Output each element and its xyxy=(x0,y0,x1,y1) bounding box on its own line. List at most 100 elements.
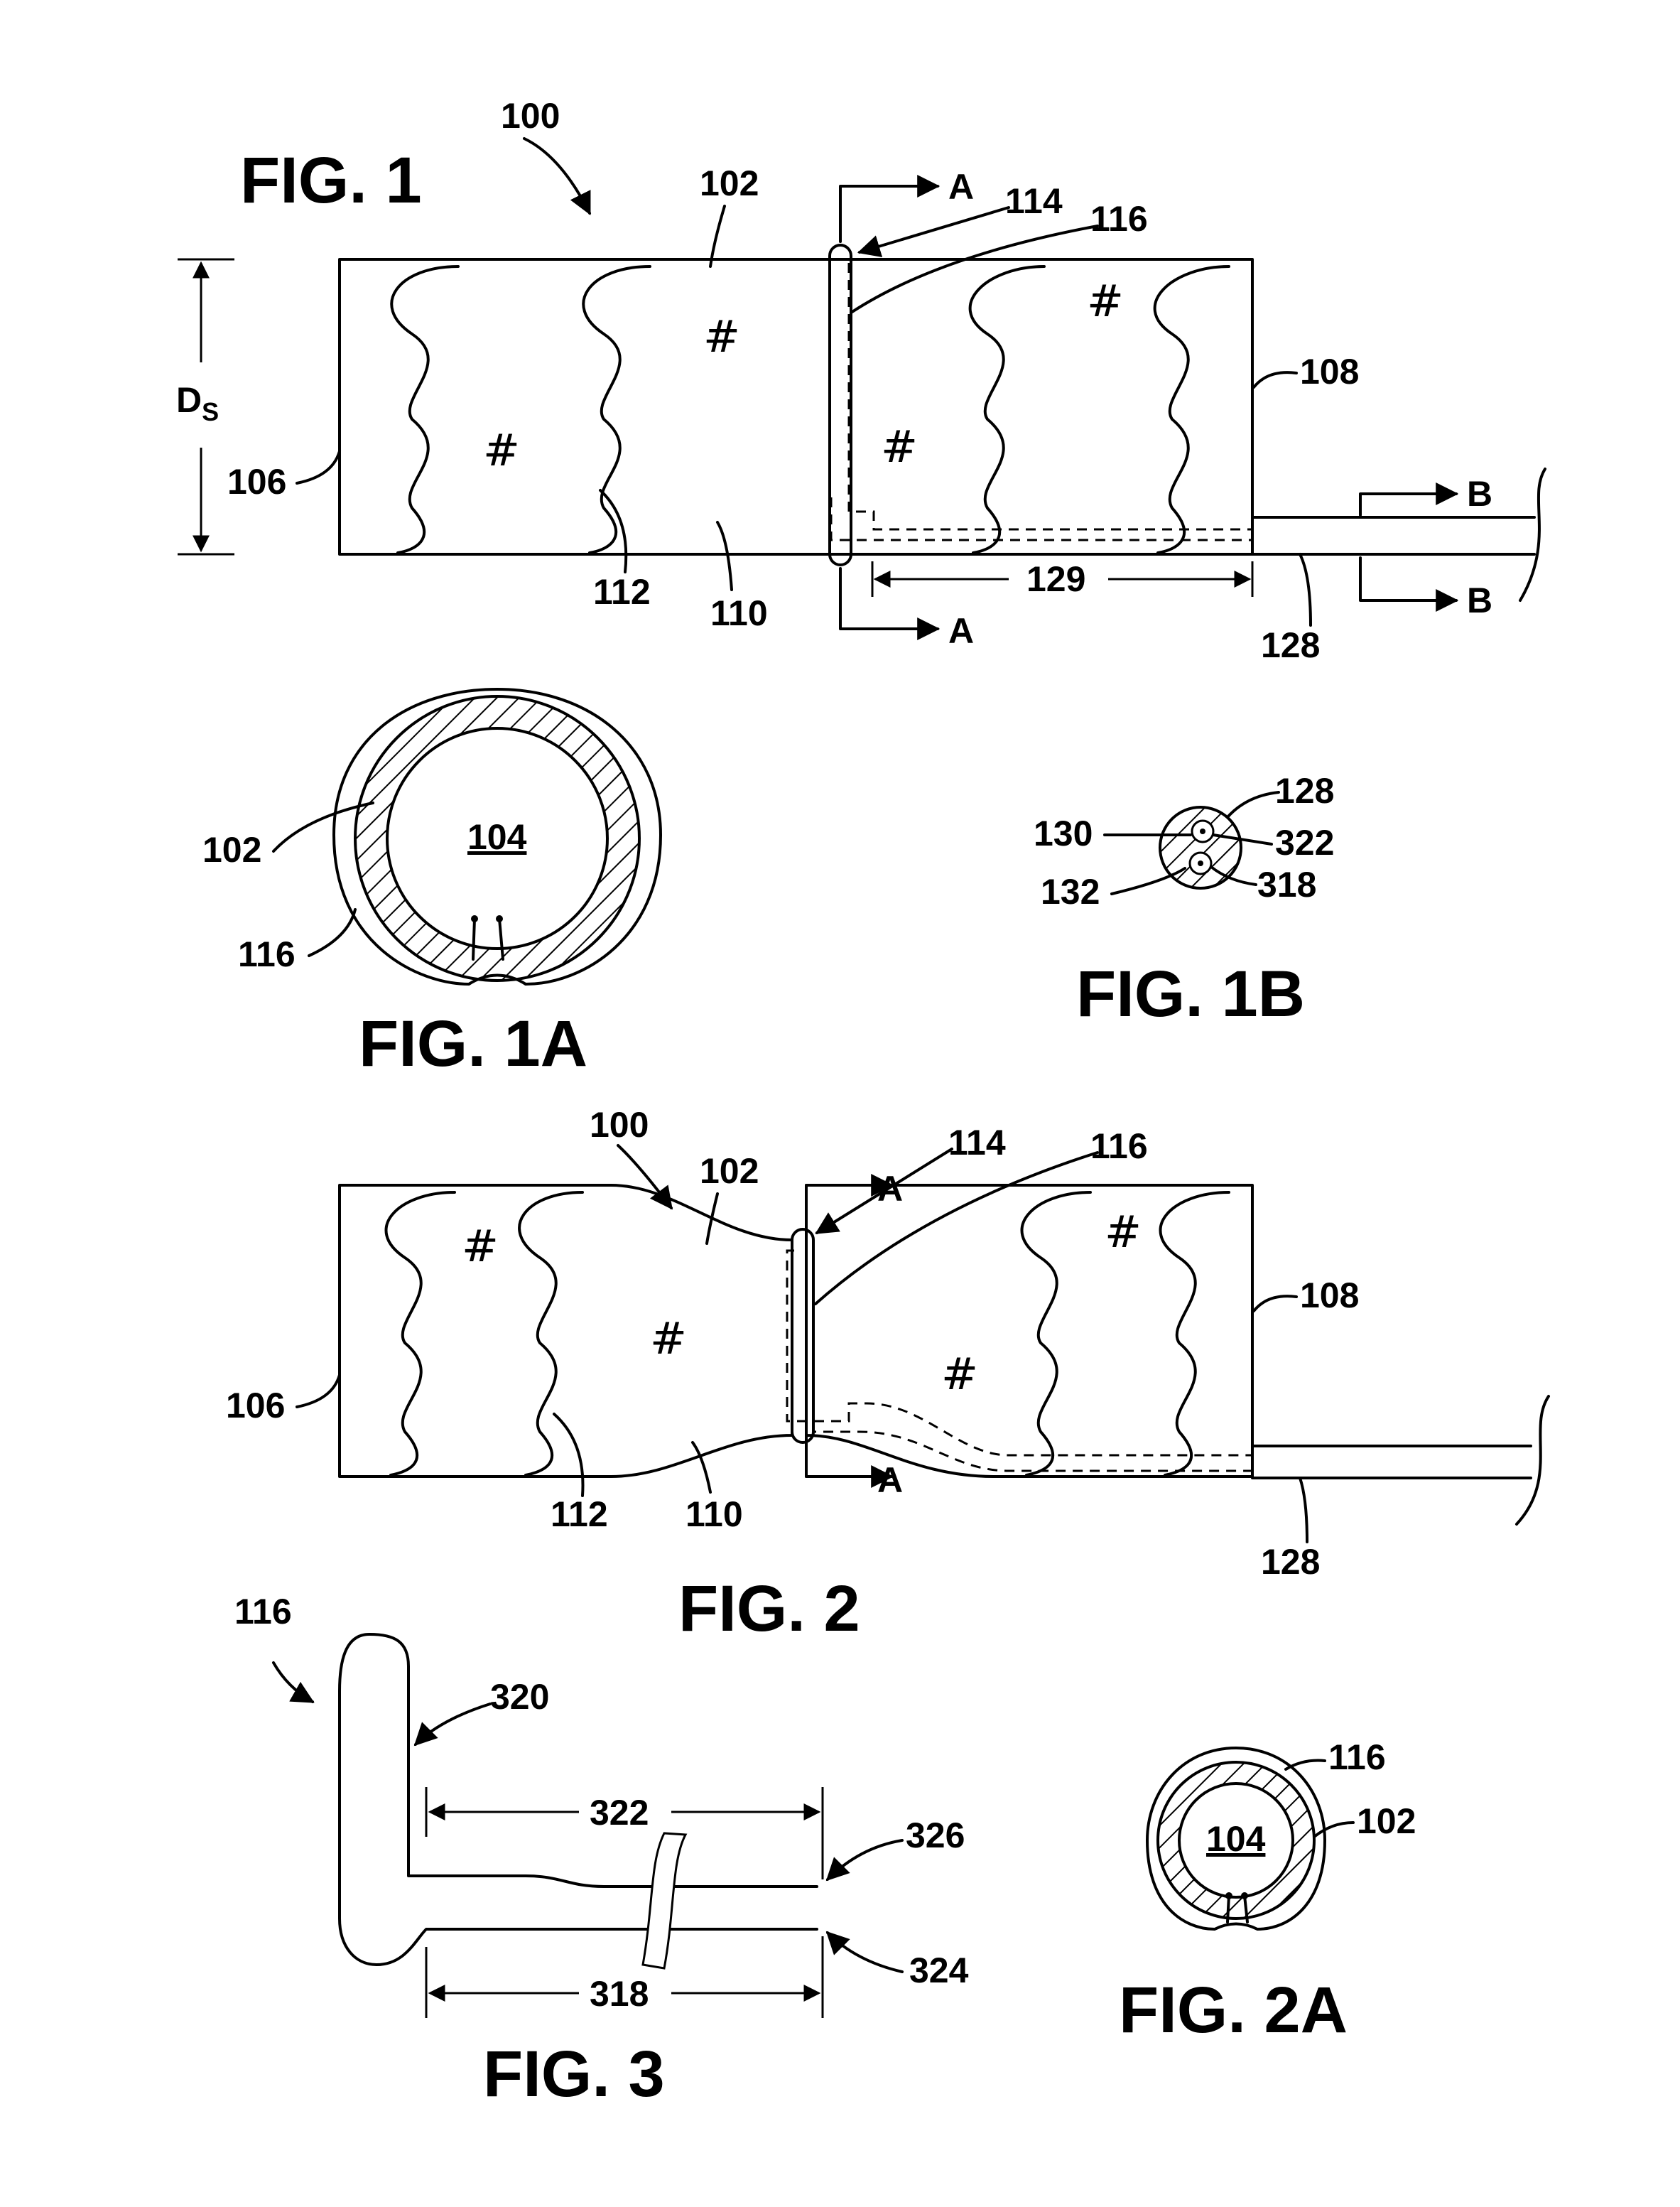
ref-116-fig2a: 116 xyxy=(1328,1737,1386,1777)
lumen-322-core xyxy=(1200,829,1205,834)
tether-break-fig1 xyxy=(1520,469,1545,600)
figure-2a: 104 116 102 FIG. 2A xyxy=(1119,1737,1416,2046)
ref-108-fig1: 108 xyxy=(1300,352,1359,392)
ref-112-fig1: 112 xyxy=(593,572,651,612)
ref-108-leader-fig2 xyxy=(1254,1296,1296,1311)
ref-114-fig1: 114 xyxy=(1005,181,1063,221)
ref-129: 129 xyxy=(1026,559,1085,599)
ref-128-leader-fig2 xyxy=(1300,1478,1307,1542)
tether-break-fig2 xyxy=(1517,1396,1549,1524)
ref-100-leader-fig1 xyxy=(524,139,590,213)
ref-128-leader-fig1 xyxy=(1300,554,1311,625)
ref-100-fig1: 100 xyxy=(501,96,560,136)
ref-102-fig2a: 102 xyxy=(1357,1801,1416,1841)
ref-320-leader-fig3 xyxy=(416,1704,490,1744)
suture-end-2a xyxy=(1228,1896,1229,1922)
ref-322-fig3: 322 xyxy=(590,1793,649,1833)
section-a-label: A xyxy=(948,167,974,207)
ref-104-fig1a: 104 xyxy=(467,817,527,857)
ref-106-fig2: 106 xyxy=(226,1386,285,1425)
ref-102-leader-2a xyxy=(1314,1823,1353,1837)
fig1a-title: FIG. 1A xyxy=(359,1008,587,1080)
suture-path-hidden-2-fig1 xyxy=(831,497,1254,540)
suture-end-1a xyxy=(473,919,475,959)
section-a-label: A xyxy=(877,1460,903,1500)
ref-116-fig3: 116 xyxy=(234,1592,292,1631)
length-break-fig3 xyxy=(643,1833,685,1968)
ref-116-leader-1a xyxy=(309,910,355,956)
ref-114-leader-fig1 xyxy=(860,207,1009,252)
figure-3: 116 322 318 320 326 324 FIG. 3 xyxy=(234,1592,969,2110)
fig2-title: FIG. 2 xyxy=(678,1572,860,1645)
ref-318-fig3: 318 xyxy=(590,1974,649,2014)
surface-mark: # xyxy=(650,1312,687,1364)
ref-128-fig1b: 128 xyxy=(1275,771,1334,811)
strut-wave-3-fig1 xyxy=(970,266,1044,553)
strut-wave-4-fig2 xyxy=(1161,1192,1229,1475)
surface-mark: # xyxy=(1105,1206,1142,1258)
figure-2: 100 # # # # A A 102 114 116 xyxy=(226,1105,1549,1645)
ref-112-fig2: 112 xyxy=(551,1494,608,1534)
ref-324-leader-fig3 xyxy=(828,1933,902,1972)
figure-1b: 128 130 322 132 318 FIG. 1B xyxy=(1034,771,1334,1030)
stent-right-segment-fig2 xyxy=(806,1185,1252,1477)
ref-106-fig1: 106 xyxy=(227,462,286,502)
lumen-318-core xyxy=(1198,860,1203,866)
fig3-title: FIG. 3 xyxy=(483,2038,665,2110)
ref-112-leader-fig1 xyxy=(600,490,626,572)
ref-114-leader-fig2 xyxy=(817,1149,952,1233)
surface-mark: # xyxy=(703,311,740,362)
fig1b-title: FIG. 1B xyxy=(1076,958,1305,1030)
dim-ds-label: DS xyxy=(176,380,219,426)
ref-102-fig2: 102 xyxy=(700,1151,759,1191)
ref-106-leader-fig2 xyxy=(297,1375,340,1407)
ref-104-fig2a: 104 xyxy=(1206,1819,1266,1859)
strut-wave-1-fig1 xyxy=(391,266,458,553)
ref-132-fig1b: 132 xyxy=(1041,872,1100,912)
ref-320-fig3: 320 xyxy=(490,1677,549,1717)
ref-128-leader-1b xyxy=(1228,792,1279,817)
ref-116-fig1a: 116 xyxy=(238,934,296,974)
suture-body-fig3 xyxy=(340,1634,817,1965)
ref-110-fig1: 110 xyxy=(710,593,768,633)
section-a-label: A xyxy=(948,611,974,651)
suture-path-hidden-fig2 xyxy=(787,1251,1252,1455)
ref-326-leader-fig3 xyxy=(828,1840,902,1879)
suture-loop-fig2 xyxy=(792,1229,813,1442)
ref-112-leader-fig2 xyxy=(554,1414,583,1496)
suture-knot-1a xyxy=(471,915,478,922)
strut-wave-2-fig2 xyxy=(519,1192,582,1475)
strut-wave-4-fig1 xyxy=(1155,266,1229,553)
section-b-top-fig1 xyxy=(1360,494,1456,515)
ref-102-fig1a: 102 xyxy=(202,830,261,870)
ref-130-fig1b: 130 xyxy=(1034,814,1093,853)
figure-1a: 104 102 116 FIG. 1A xyxy=(202,689,661,1080)
strut-wave-3-fig2 xyxy=(1022,1192,1090,1475)
surface-mark: # xyxy=(881,421,918,473)
ref-116-leader-fig2 xyxy=(815,1153,1098,1304)
ref-116-leader-fig3 xyxy=(273,1663,313,1702)
ref-114-fig2: 114 xyxy=(948,1123,1006,1162)
ref-102-leader-fig1 xyxy=(710,206,725,266)
ref-116-leader-fig1 xyxy=(851,226,1098,313)
section-b-label: B xyxy=(1467,581,1492,620)
fig2a-title: FIG. 2A xyxy=(1119,1974,1348,2046)
fig1-title: FIG. 1 xyxy=(240,144,422,217)
strut-wave-1-fig2 xyxy=(386,1192,455,1475)
section-b-label: B xyxy=(1467,474,1492,514)
ref-108-leader-fig1 xyxy=(1254,372,1296,387)
ref-128-fig1: 128 xyxy=(1261,625,1320,665)
surface-mark: # xyxy=(462,1220,499,1272)
ref-128-fig2: 128 xyxy=(1261,1542,1320,1582)
ref-116-fig2: 116 xyxy=(1090,1126,1148,1166)
ref-322-fig1b: 322 xyxy=(1275,823,1334,863)
section-b-bottom-fig1 xyxy=(1360,558,1456,600)
ref-318-fig1b: 318 xyxy=(1257,865,1316,905)
ref-100-leader-fig2 xyxy=(618,1145,671,1208)
suture-path-hidden-fig1 xyxy=(849,263,1254,529)
surface-mark: # xyxy=(941,1348,978,1400)
ref-110-leader-fig2 xyxy=(693,1442,710,1492)
ref-324-fig3: 324 xyxy=(909,1950,969,1990)
ref-106-leader-fig1 xyxy=(297,451,340,483)
ref-110-fig2: 110 xyxy=(685,1494,743,1534)
